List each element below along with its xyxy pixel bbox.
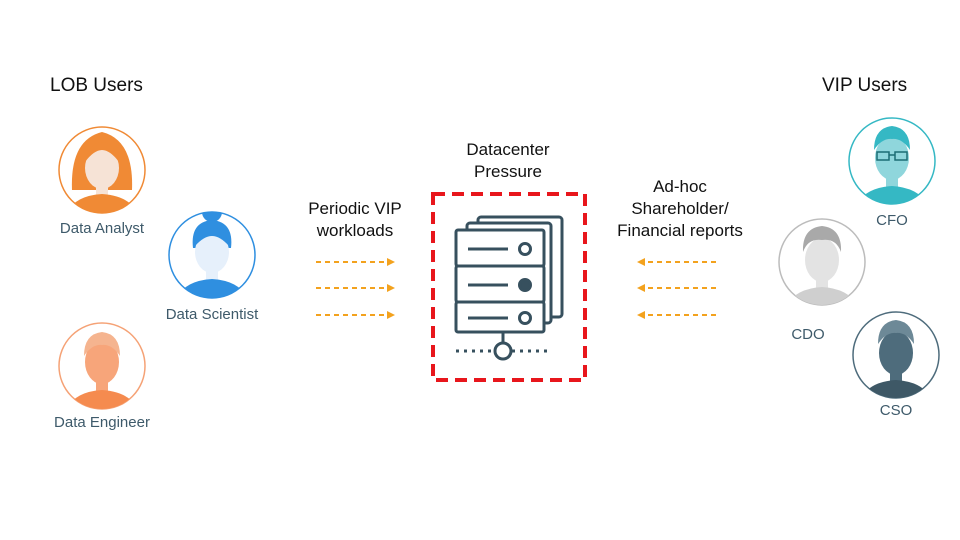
cso-label: CSO: [879, 402, 913, 419]
cdo-label: CDO: [791, 326, 825, 343]
data-engineer-label: Data Engineer: [54, 414, 150, 431]
data-scientist-label: Data Scientist: [165, 306, 259, 323]
cdo-avatar-icon: [778, 218, 866, 306]
lob-users-title: LOB Users: [50, 75, 143, 96]
periodic-vip-workloads-label: Periodic VIP workloads: [308, 199, 402, 240]
data-analyst-avatar-icon: [58, 126, 146, 214]
right-flow-arrows: [637, 258, 716, 319]
left-flow-arrows: [316, 258, 395, 319]
cfo-label: CFO: [876, 212, 908, 229]
cfo-avatar-icon: [848, 117, 936, 205]
adhoc-reports-label: Ad-hoc Shareholder/ Financial reports: [617, 177, 743, 240]
data-engineer-avatar-icon: [58, 322, 146, 410]
cso-avatar-icon: [852, 311, 940, 399]
server-stack-icon: [454, 215, 564, 361]
datacenter-pressure-title: Datacenter Pressure: [466, 140, 550, 181]
data-analyst-label: Data Analyst: [59, 220, 145, 237]
datacenter-boundary: [431, 192, 587, 382]
vip-users-title: VIP Users: [822, 75, 908, 96]
data-scientist-avatar-icon: [168, 211, 256, 299]
